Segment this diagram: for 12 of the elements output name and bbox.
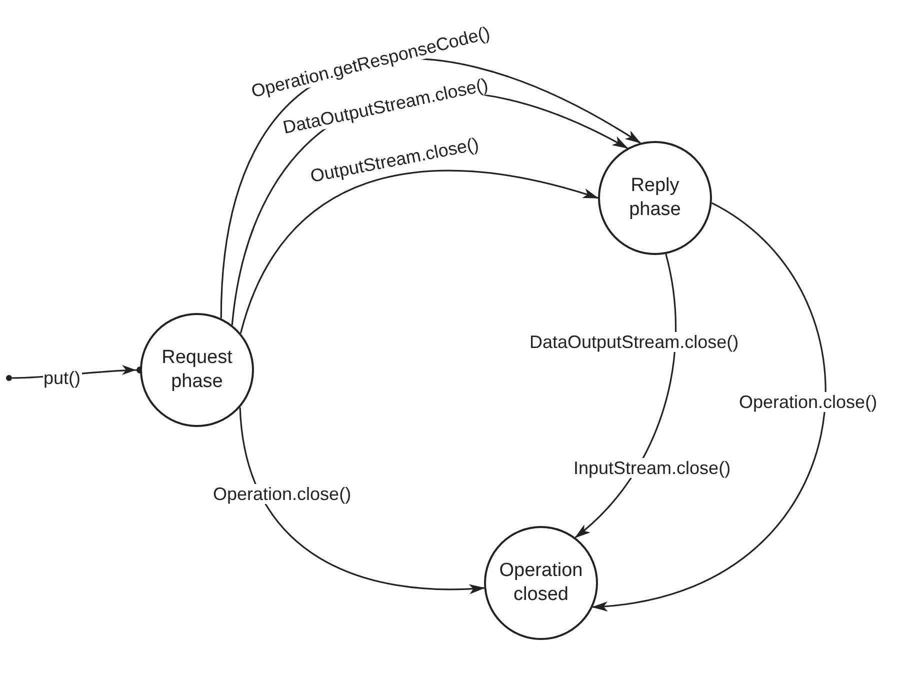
transition-arrow [592,202,826,610]
edge-label: DataOutputStream.close() [528,332,740,352]
state-name: Request phase [160,346,234,394]
edge-label: Operation.close() [738,392,878,412]
transition-label: InputStream.close() [572,458,732,478]
transition-arrow [239,407,486,594]
state-name: Operation closed [498,559,584,607]
transition-arrow [240,170,599,334]
start-dot [6,375,12,381]
state-name: Reply phase [628,174,682,222]
edge-label: put() [42,368,82,388]
edge-label: Operation.close() [212,484,352,504]
